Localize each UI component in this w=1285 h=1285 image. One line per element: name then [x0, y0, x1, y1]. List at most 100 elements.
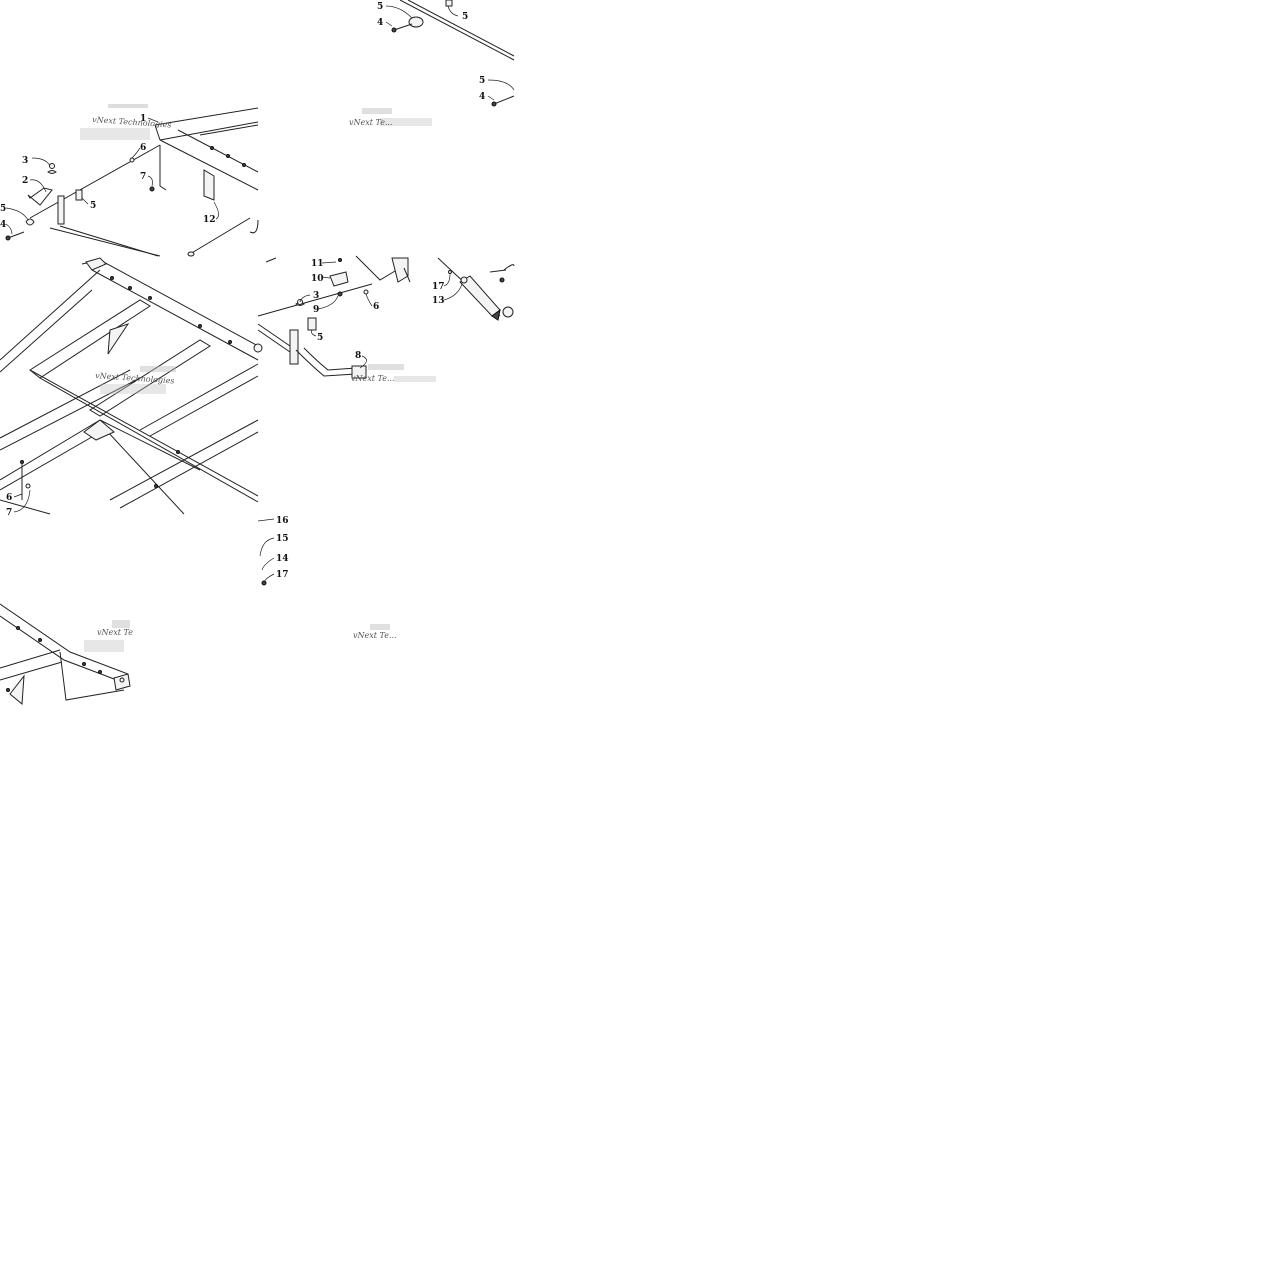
tile-shock: 17 13	[432, 257, 515, 321]
leader-3	[31, 157, 51, 167]
shock-tip	[491, 308, 501, 321]
cross-member	[0, 429, 105, 491]
svg-text:vNext Technologies: vNext Technologies	[95, 371, 175, 386]
cross-member	[0, 377, 141, 451]
svg-text:vNext Technologies: vNext Technologies	[92, 115, 172, 130]
tile-lower-right: vNext Te...	[353, 624, 397, 640]
leader-5-top-c	[487, 79, 515, 91]
rivet	[82, 662, 86, 666]
axle	[257, 283, 373, 317]
frame-rail	[199, 124, 259, 136]
axle-lower-edge	[257, 329, 291, 353]
axle-lower-edge	[59, 225, 159, 257]
watermark: vNext Te...	[351, 364, 436, 383]
nut	[337, 291, 343, 297]
bolt	[393, 23, 413, 31]
washer	[363, 289, 369, 295]
washer	[408, 16, 424, 28]
callout-6: 6	[140, 143, 146, 153]
cross-member	[139, 363, 259, 431]
bolt-head	[491, 101, 497, 107]
shackle	[289, 329, 299, 365]
leader-4-top-a	[385, 21, 393, 27]
frame-rail-left	[0, 269, 101, 361]
clamp	[307, 317, 317, 331]
callout-3: 3	[22, 156, 28, 166]
callout-3: 3	[313, 291, 319, 301]
leader-10	[321, 276, 331, 279]
callout-5: 5	[479, 76, 485, 86]
bolt-hole	[119, 677, 125, 683]
leader-5	[5, 207, 29, 221]
frame-rail	[159, 139, 259, 191]
svg-text:vNext Te...: vNext Te...	[349, 118, 393, 127]
hanger-bracket	[391, 257, 409, 283]
edge-fragment	[265, 257, 277, 263]
callout-4: 4	[377, 18, 383, 28]
axle-lower	[257, 323, 291, 347]
watermark: vNext Technologies	[95, 366, 176, 394]
callout-15: 15	[276, 534, 289, 544]
leader-4-top-c	[487, 95, 495, 101]
leader-11	[321, 261, 337, 264]
rivet	[38, 638, 42, 642]
callout-2: 2	[22, 176, 28, 186]
nut	[261, 580, 267, 586]
rivet	[154, 484, 158, 488]
nut	[499, 277, 505, 283]
gusset	[9, 674, 25, 706]
hanger-bar	[159, 145, 167, 191]
rivet	[226, 154, 230, 158]
leader-16	[257, 518, 275, 522]
cross-member	[109, 419, 259, 501]
leader-4	[5, 223, 13, 235]
cross-member	[29, 299, 151, 379]
rivet	[98, 670, 102, 674]
frame-bracket	[355, 255, 401, 281]
long-rail	[29, 369, 259, 497]
axle-rod	[399, 0, 515, 61]
tile-top-right: 5 4 5 5 4	[377, 0, 515, 107]
callout-17: 17	[276, 570, 289, 580]
tile-middle-right: 11 10 3 9 6 5 8 vNext Te...	[257, 255, 436, 383]
leader-3	[299, 294, 311, 303]
rivet	[210, 146, 214, 150]
spring-top	[49, 163, 55, 169]
handle-grip	[351, 365, 367, 379]
callout-5: 5	[90, 201, 96, 211]
leader-6	[365, 293, 373, 307]
frame-rail-inner	[0, 615, 123, 683]
callout-14: 14	[276, 554, 289, 564]
cross-member	[89, 339, 211, 417]
callout-11: 11	[311, 259, 324, 269]
frame-rail	[177, 129, 259, 173]
bolt-rod	[189, 217, 251, 255]
callout-8: 8	[355, 351, 361, 361]
leader-5-top-a	[385, 5, 413, 19]
callout-4: 4	[479, 92, 485, 102]
gusset	[83, 419, 115, 441]
end-clamp	[249, 219, 259, 234]
leader-6	[131, 147, 141, 159]
callout-4: 4	[0, 220, 6, 230]
plate	[85, 257, 107, 271]
end-cap	[253, 343, 263, 353]
leader-5	[81, 197, 89, 205]
callout-17: 17	[432, 282, 445, 292]
rivet	[16, 626, 20, 630]
callout-5: 5	[462, 12, 468, 22]
nut	[25, 483, 31, 489]
washer	[129, 157, 135, 163]
diagonal-brace	[105, 429, 185, 515]
rivet	[242, 163, 246, 167]
bracket-plate	[329, 271, 349, 287]
svg-text:vNext Te: vNext Te	[97, 628, 133, 637]
bolt	[403, 267, 411, 283]
tile-upper-right: vNext Te...	[349, 108, 432, 127]
leader-5	[311, 329, 317, 337]
callout-7: 7	[140, 172, 146, 182]
frame-rail-top-inner	[91, 269, 259, 361]
hanger-bracket	[203, 169, 215, 201]
cross-member	[119, 431, 259, 509]
